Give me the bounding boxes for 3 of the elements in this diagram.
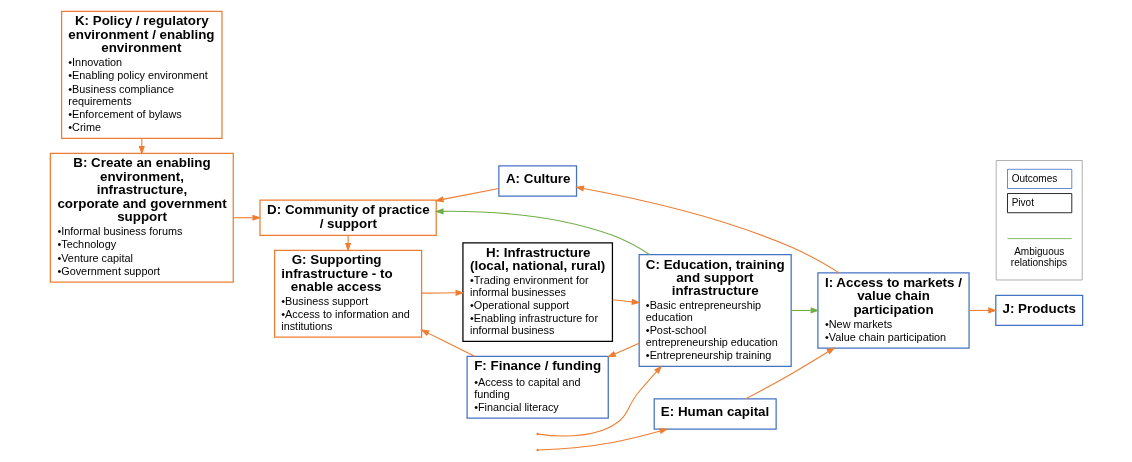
legend-label: Outcomes xyxy=(1011,172,1057,184)
legend-label: Pivot xyxy=(1011,196,1034,208)
legend-label: Ambiguous relationships xyxy=(1010,246,1067,268)
